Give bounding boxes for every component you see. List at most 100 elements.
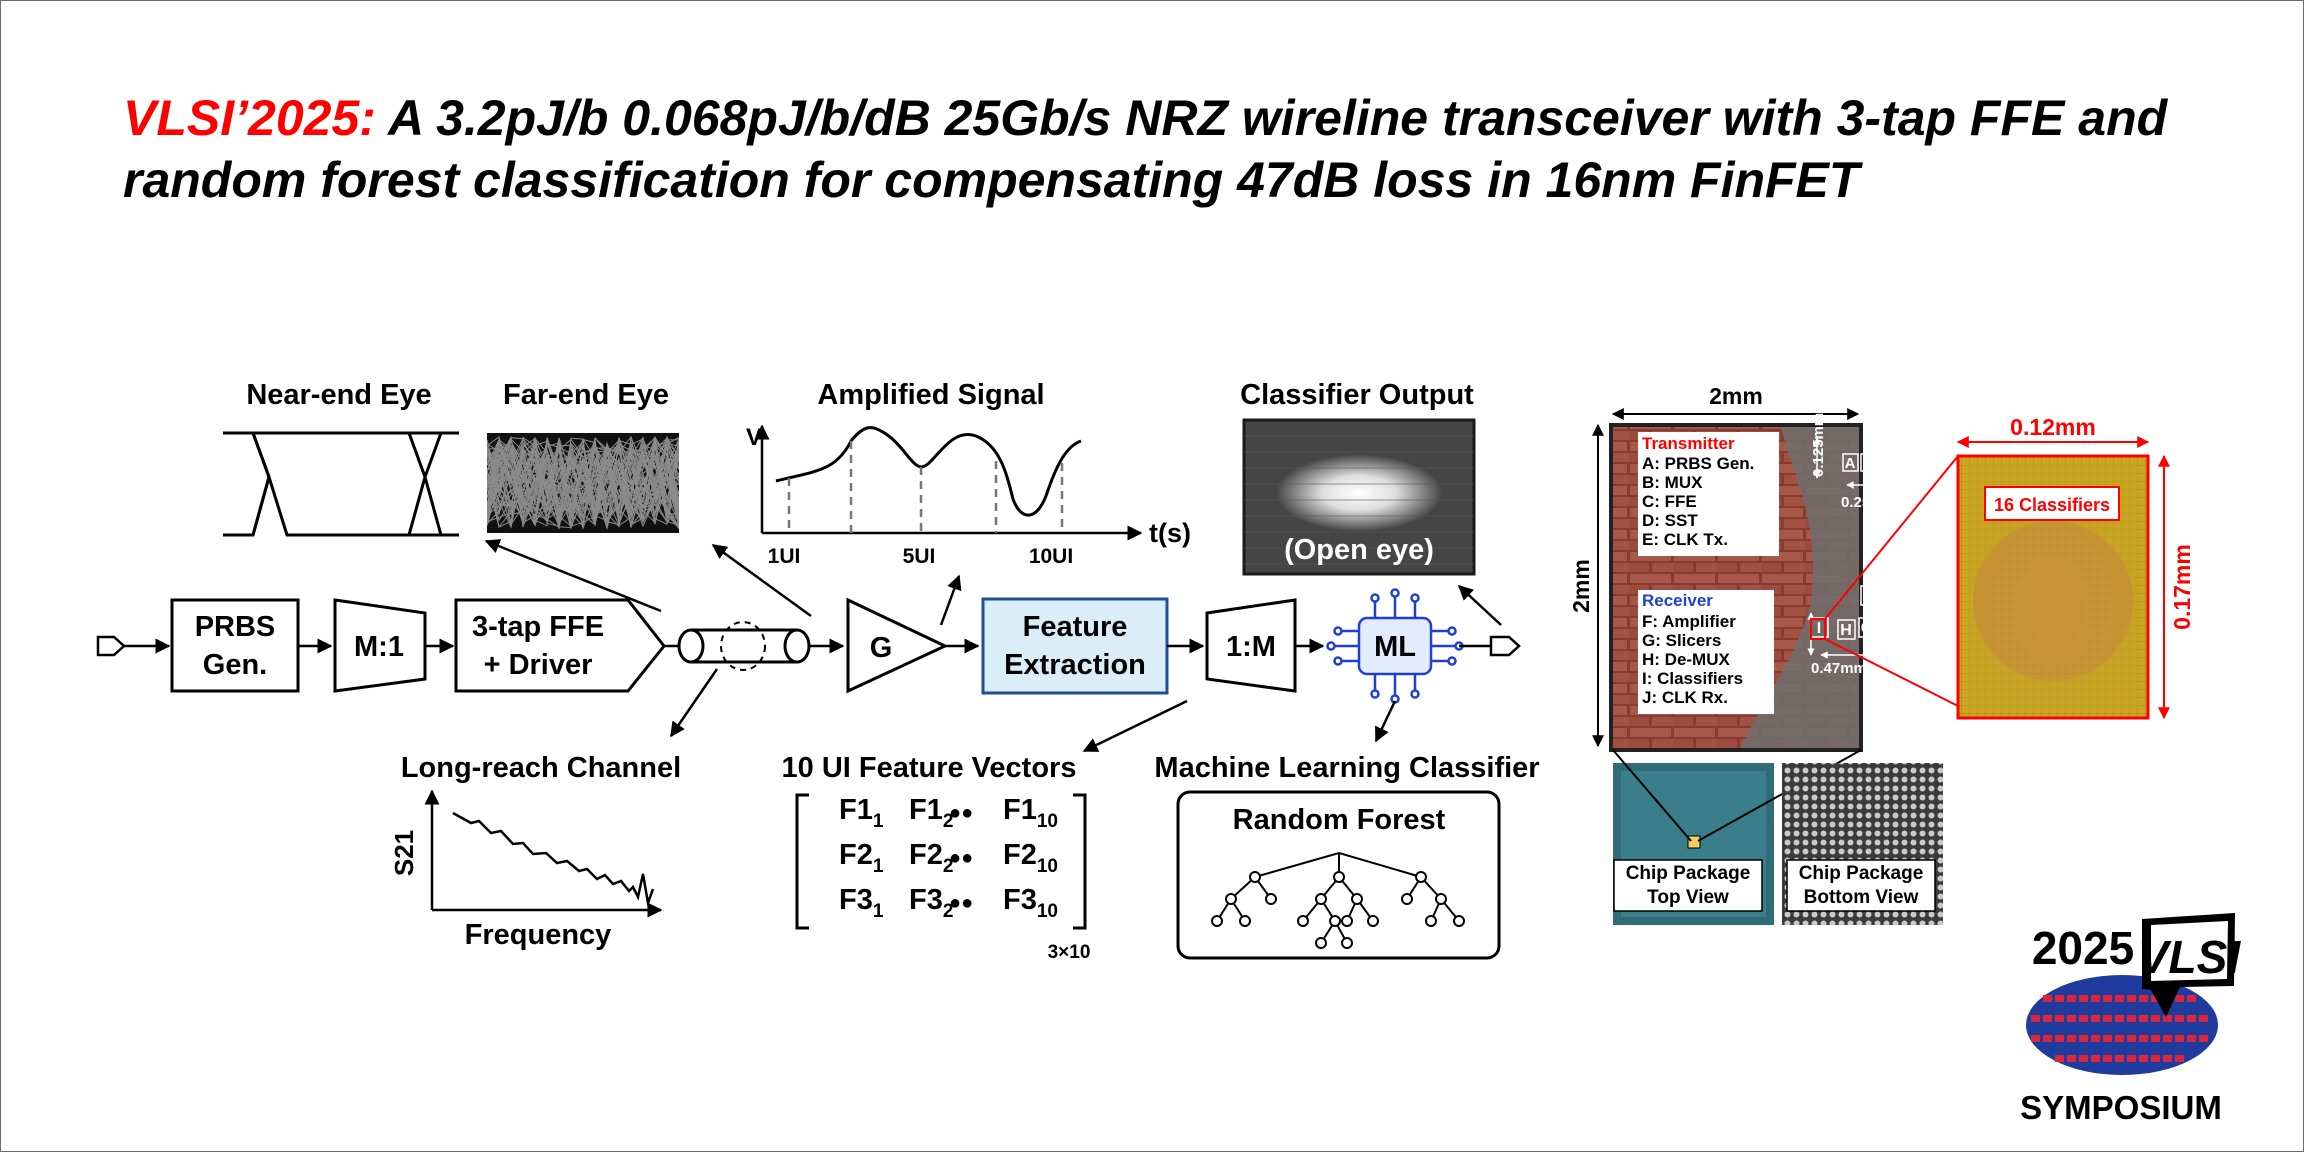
logo-globe-cell	[2139, 1035, 2148, 1042]
tick-1ui: 1UI	[768, 545, 801, 568]
logo-globe-cell	[2091, 1035, 2100, 1042]
logo-year: 2025	[2032, 922, 2134, 974]
rx-height-label: 0.3mm	[1913, 613, 1930, 661]
tree-node	[1341, 937, 1353, 949]
tree-node	[1315, 893, 1327, 905]
feature-extraction-label-1: Feature	[1023, 611, 1128, 643]
tx-block-marker	[1842, 453, 1859, 472]
feature-extraction-label-2: Extraction	[1004, 649, 1146, 681]
logo-globe-cell	[2187, 1015, 2196, 1022]
feature-extraction-block	[981, 597, 1169, 695]
logo-globe-cell	[2055, 1015, 2064, 1022]
logo-globe-cell	[2127, 995, 2136, 1002]
tree-node	[1453, 915, 1465, 927]
logo-globe-cell	[2139, 1055, 2148, 1062]
tx-block-letter: E	[1870, 431, 1880, 448]
logo-globe-cell	[2091, 1055, 2100, 1062]
logo-globe-cell	[2127, 1015, 2136, 1022]
die-width-label: 2mm	[1709, 383, 1763, 409]
feature-cell: F21	[839, 839, 884, 877]
channel-title: Long-reach Channel	[401, 752, 681, 784]
connector-arrows	[484, 539, 1502, 753]
feature-cell: F12	[909, 794, 953, 832]
tree-edge	[1338, 852, 1422, 878]
tx-height-label: 0.125mm	[1810, 413, 1827, 477]
prbs-label-2: Gen.	[203, 649, 267, 681]
far-eye-trace	[486, 437, 680, 526]
demux-label: 1:M	[1226, 631, 1276, 663]
logo-globe-cell	[2127, 1055, 2136, 1062]
s21-axis-label: S21	[389, 830, 419, 876]
tree-node	[1401, 893, 1413, 905]
logo-globe-cell	[2199, 1015, 2208, 1022]
rx-block-letter: H	[1840, 622, 1852, 639]
tree-node	[1211, 915, 1223, 927]
rx-legend	[1638, 590, 1774, 714]
logo-globe-cell	[2067, 995, 2076, 1002]
tree-node	[1333, 871, 1345, 883]
s21-plot	[424, 789, 663, 918]
tx-width-label: 0.25mm	[1841, 494, 1897, 511]
logo-globe-cell	[2067, 1055, 2076, 1062]
tree-node	[1249, 871, 1261, 883]
far-end-eye-plot	[486, 433, 680, 533]
logo-globe-cell	[2175, 995, 2184, 1002]
package-bottom-view	[1782, 763, 1943, 925]
ffe-label-2: + Driver	[484, 649, 593, 681]
logo-globe-cell	[2127, 1035, 2136, 1042]
random-forest-box	[1176, 790, 1501, 960]
logo-globe-cell	[2151, 1015, 2160, 1022]
far-eye-trace	[486, 437, 680, 529]
logo-globe-cell	[2163, 1015, 2172, 1022]
ffe-driver-block	[454, 598, 666, 693]
feature-cell: F11	[839, 794, 884, 832]
rx-block-marker	[1858, 617, 1877, 638]
rx-block-marker	[1860, 585, 1879, 606]
far-eye-trace	[486, 437, 680, 527]
mux-label: M:1	[354, 631, 404, 663]
feature-cell: F210	[1003, 839, 1058, 877]
rx-block-letter: G	[1861, 620, 1873, 637]
rx-output-port	[1489, 635, 1521, 657]
rx-legend-item: J: CLK Rx.	[1642, 688, 1728, 707]
tx-block-marker	[1867, 429, 1884, 448]
logo-globe-cell	[2103, 1035, 2112, 1042]
rx-legend-item: H: De-MUX	[1642, 650, 1730, 669]
tx-block-marker	[1886, 441, 1903, 460]
zoom-width-label: 0.12mm	[2010, 414, 2096, 440]
logo-globe-cell	[2043, 1035, 2052, 1042]
zoom-callout-lines	[1810, 455, 1959, 707]
feature-cell: F110	[1003, 794, 1058, 832]
matrix-dims: 3×10	[1048, 942, 1091, 963]
far-eye-trace	[486, 438, 680, 529]
rx-block-marker	[1837, 619, 1856, 640]
tree-node	[1315, 937, 1327, 949]
rx-legend-title: Receiver	[1642, 591, 1713, 610]
rx-block-letter: I	[1817, 620, 1821, 637]
feature-cell: F32	[909, 884, 953, 922]
logo-globe-cell	[2055, 995, 2064, 1002]
tx-legend	[1638, 432, 1779, 556]
tx-legend-item: A: PRBS Gen.	[1642, 454, 1754, 473]
logo-globe-cell	[2055, 1055, 2064, 1062]
logo-globe-cell	[2139, 995, 2148, 1002]
rx-block-marker	[1872, 605, 1891, 626]
matrix-dots: ●●	[949, 892, 973, 914]
ffe-label-1: 3-tap FFE	[472, 611, 604, 643]
tx-block-marker	[1860, 453, 1877, 472]
random-forest-label: Random Forest	[1233, 804, 1446, 836]
amplified-signal-title: Amplified Signal	[817, 379, 1044, 411]
logo-globe-cell	[2031, 1035, 2040, 1042]
rx-block-letter: J	[1877, 608, 1886, 625]
logo-globe-cell	[2067, 1035, 2076, 1042]
logo-globe-cell	[2103, 995, 2112, 1002]
logo-globe-cell	[2079, 1035, 2088, 1042]
tx-legend-item: D: SST	[1642, 511, 1698, 530]
demux-block	[1205, 598, 1297, 693]
feature-vectors-title: 10 UI Feature Vectors	[782, 752, 1077, 784]
rx-legend-item: F: Amplifier	[1642, 612, 1736, 631]
tx-block-letter: C	[1876, 443, 1887, 460]
tx-block-dimensions	[1813, 437, 1895, 489]
tx-legend-title: Transmitter	[1642, 434, 1735, 453]
